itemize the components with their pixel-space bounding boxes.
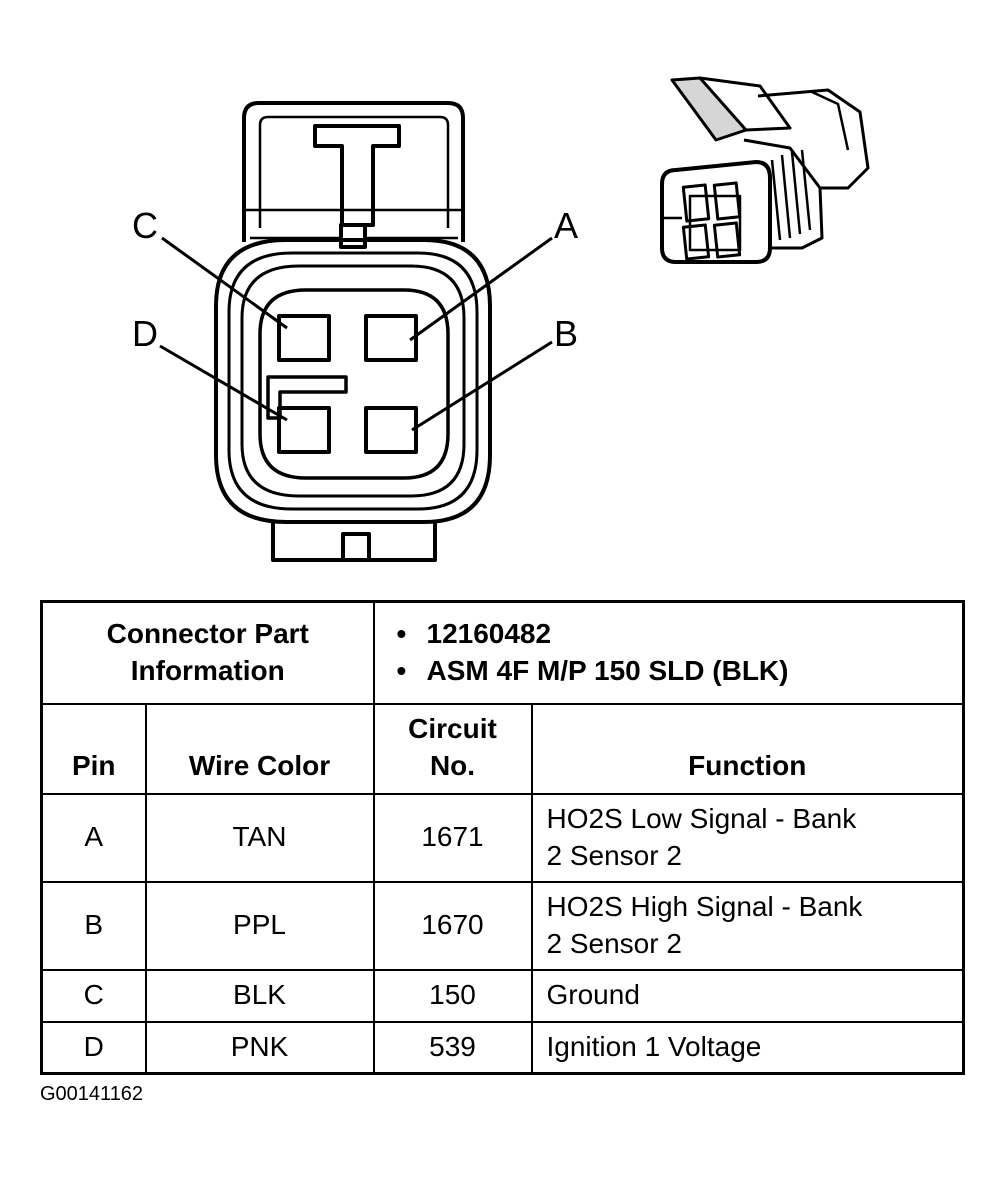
pin-cell: D bbox=[40, 1020, 147, 1075]
leader-line-a bbox=[409, 236, 553, 342]
wire-color-cell: PPL bbox=[144, 880, 375, 971]
circuit-no-cell: 1671 bbox=[372, 792, 533, 883]
table-row: A TAN 1671 HO2S Low Signal - Bank 2 Sens… bbox=[40, 792, 965, 883]
pin-cavity-d bbox=[277, 406, 331, 454]
function-cell: Ground bbox=[530, 968, 965, 1023]
wire-color-cell: PNK bbox=[144, 1020, 375, 1075]
pin-cavity-frame bbox=[258, 288, 450, 480]
table-row: B PPL 1670 HO2S High Signal - Bank 2 Sen… bbox=[40, 880, 965, 971]
mating-face bbox=[660, 160, 772, 264]
pin-label-c: C bbox=[132, 205, 158, 246]
table-row: D PNK 539 Ignition 1 Voltage bbox=[40, 1020, 965, 1075]
connector-info-row: Connector Part Information 12160482 ASM … bbox=[40, 600, 965, 705]
header-wire-color: Wire Color bbox=[144, 702, 375, 795]
connector-pinout-table: Connector Part Information 12160482 ASM … bbox=[40, 600, 966, 1075]
figure-id: G00141162 bbox=[40, 1083, 144, 1105]
header-circuit-no: Circuit No. bbox=[372, 702, 533, 795]
leader-line-b bbox=[411, 340, 553, 432]
pin-cavity-a bbox=[364, 314, 418, 362]
connector-part-info-label: Connector Part Information bbox=[40, 600, 375, 705]
function-cell: HO2S Low Signal - Bank 2 Sensor 2 bbox=[530, 792, 965, 883]
leader-line-c bbox=[161, 236, 288, 330]
table-row: C BLK 150 Ground bbox=[40, 968, 965, 1023]
connector-part-description: ASM 4F M/P 150 SLD (BLK) bbox=[397, 653, 963, 690]
circuit-no-cell: 539 bbox=[372, 1020, 533, 1075]
connector-part-info-values: 12160482 ASM 4F M/P 150 SLD (BLK) bbox=[372, 600, 965, 705]
pin-label-d: D bbox=[132, 313, 158, 354]
column-header-row: Pin Wire Color Circuit No. Function bbox=[40, 702, 965, 795]
function-cell: Ignition 1 Voltage bbox=[530, 1020, 965, 1075]
pin-cavity-b bbox=[364, 406, 418, 454]
pin-cell: A bbox=[40, 792, 147, 883]
lock-tab-t bbox=[313, 124, 401, 227]
bottom-latch bbox=[271, 522, 437, 562]
connector-perspective-view bbox=[660, 76, 870, 264]
pin-label-a: A bbox=[554, 205, 578, 246]
pin-cavity-c bbox=[277, 314, 331, 362]
connector-diagram: C A D B bbox=[132, 76, 870, 562]
leader-line-d bbox=[159, 344, 288, 422]
header-pin: Pin bbox=[40, 702, 147, 795]
function-cell: HO2S High Signal - Bank 2 Sensor 2 bbox=[530, 880, 965, 971]
pin-leader-lines bbox=[159, 236, 553, 432]
header-function: Function bbox=[530, 702, 965, 795]
pin-cell: C bbox=[40, 968, 147, 1023]
lock-tab-inner bbox=[258, 115, 450, 228]
circuit-no-cell: 150 bbox=[372, 968, 533, 1023]
pin-label-b: B bbox=[554, 313, 578, 354]
wire-color-cell: BLK bbox=[144, 968, 375, 1023]
polarizing-key bbox=[266, 375, 348, 420]
lock-tab-housing bbox=[242, 101, 465, 242]
circuit-no-cell: 1670 bbox=[372, 880, 533, 971]
wire-color-cell: TAN bbox=[144, 792, 375, 883]
connector-body bbox=[214, 238, 492, 524]
connector-part-number: 12160482 bbox=[397, 616, 963, 653]
pin-cell: B bbox=[40, 880, 147, 971]
connector-front-view bbox=[214, 101, 492, 562]
